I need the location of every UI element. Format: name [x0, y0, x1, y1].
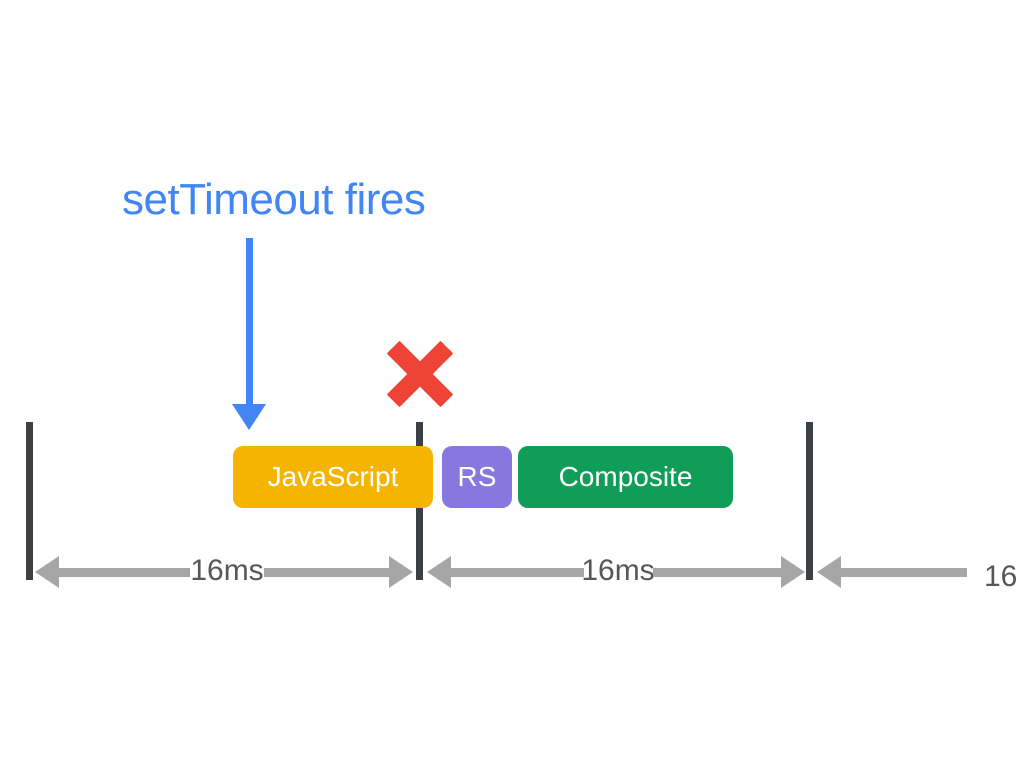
javascript-block: JavaScript: [233, 446, 433, 508]
arrowhead-right-icon: [389, 556, 413, 588]
down-arrow-icon: [246, 238, 253, 406]
frame-boundary-3: [806, 422, 813, 580]
composite-block: Composite: [518, 446, 733, 508]
arrowhead-right-icon: [781, 556, 805, 588]
interval-2-label: 16ms: [581, 554, 655, 587]
arrow-shaft: [264, 568, 389, 577]
arrowhead-left-icon: [427, 556, 451, 588]
dropped-frame-x-icon: [374, 328, 466, 420]
arrowhead-left-icon: [35, 556, 59, 588]
arrow-shaft: [841, 568, 967, 577]
interval-3-label: 16: [984, 560, 1018, 593]
arrowhead-left-icon: [817, 556, 841, 588]
frame-boundary-1: [26, 422, 33, 580]
rs-block: RS: [442, 446, 512, 508]
arrow-shaft: [59, 568, 190, 577]
down-arrow-head-icon: [232, 404, 266, 430]
arrow-shaft: [451, 568, 584, 577]
arrow-shaft: [653, 568, 781, 577]
settimeout-fires-label: setTimeout fires: [122, 175, 426, 224]
interval-1-label: 16ms: [190, 554, 264, 587]
